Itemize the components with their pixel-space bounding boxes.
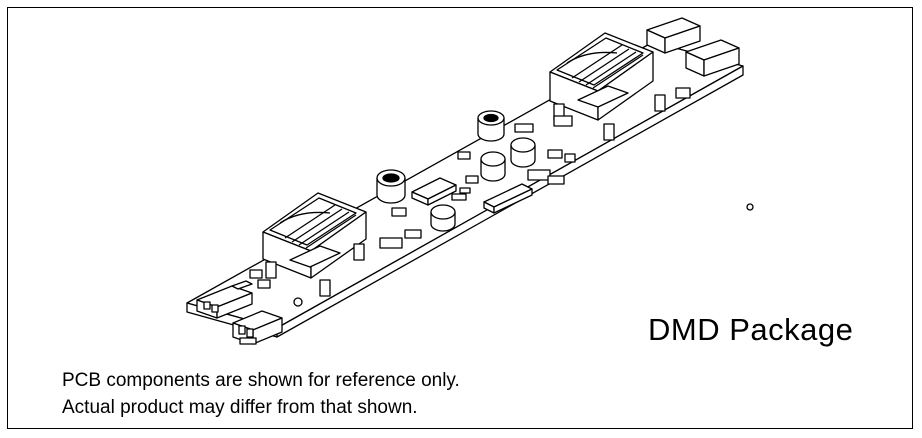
capacitor-2 [477,110,505,142]
small-components [249,87,754,307]
note-line-2: Actual product may differ from that show… [62,397,418,418]
top-right-connector-2 [685,39,740,77]
note-line-1: PCB components are shown for reference o… [62,370,460,391]
capacitor-3 [480,151,506,182]
pin-header [483,183,533,214]
right-transformer [549,32,666,141]
top-right-connector-1 [646,17,701,54]
left-connector [196,280,253,319]
left-transformer [262,192,367,297]
bottom-connector [232,310,283,345]
capacitor-1 [376,169,406,204]
capacitor-4 [510,137,536,168]
package-label: DMD Package [648,312,854,347]
ic-chip [411,177,457,206]
capacitor-5 [430,204,456,232]
